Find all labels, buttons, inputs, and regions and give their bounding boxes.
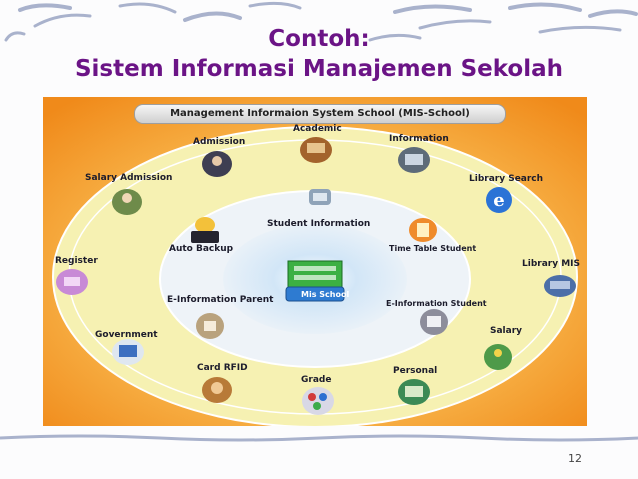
grade-icon [302, 387, 334, 415]
label-admission: Admission [193, 137, 246, 147]
information-icon [398, 147, 430, 173]
diagram-header: Management Informaion System School (MIS… [134, 104, 506, 124]
label-library-search: Library Search [469, 174, 544, 184]
label-card-rfid: Card RFID [197, 363, 248, 373]
time-table-icon [409, 218, 437, 242]
slide-title-line2: Sistem Informasi Manajemen Sekolah [74, 56, 563, 82]
academic-icon [300, 137, 332, 163]
center-label: Mis School [301, 290, 350, 299]
salary-icon [484, 344, 512, 370]
admission-icon [202, 151, 232, 177]
register-icon [56, 269, 88, 295]
label-information: Information [389, 134, 449, 144]
page-number: 12 [568, 452, 582, 465]
student-information-icon [309, 189, 331, 205]
library-mis-icon [544, 275, 576, 297]
personal-icon [398, 379, 430, 405]
e-information-student-icon [420, 309, 448, 335]
label-salary: Salary [490, 326, 523, 336]
browser-e-icon: e [486, 187, 512, 213]
svg-text:e: e [493, 190, 504, 211]
label-academic: Academic [293, 124, 342, 134]
decorative-bottom-stripe [0, 434, 638, 442]
label-e-information-student: E-Information Student [386, 299, 487, 308]
label-time-table-student: Time Table Student [389, 244, 477, 253]
label-government: Government [95, 330, 158, 340]
mis-diagram: Management Informaion System School (MIS… [43, 97, 587, 426]
label-register: Register [55, 256, 98, 266]
school-building-icon [285, 260, 345, 302]
label-salary-admission: Salary Admission [85, 173, 173, 183]
slide-title-line1: Contoh: [268, 26, 370, 52]
auto-backup-icon [191, 217, 219, 243]
label-library-mis: Library MIS [522, 259, 580, 269]
government-icon [112, 339, 144, 365]
label-student-information: Student Information [267, 219, 371, 229]
card-rfid-icon [202, 377, 232, 403]
label-e-information-parent: E-Information Parent [167, 295, 274, 305]
label-auto-backup: Auto Backup [169, 244, 234, 254]
label-grade: Grade [301, 375, 332, 385]
e-information-parent-icon [196, 313, 224, 339]
label-personal: Personal [393, 366, 438, 376]
salary-admission-icon [112, 189, 142, 215]
